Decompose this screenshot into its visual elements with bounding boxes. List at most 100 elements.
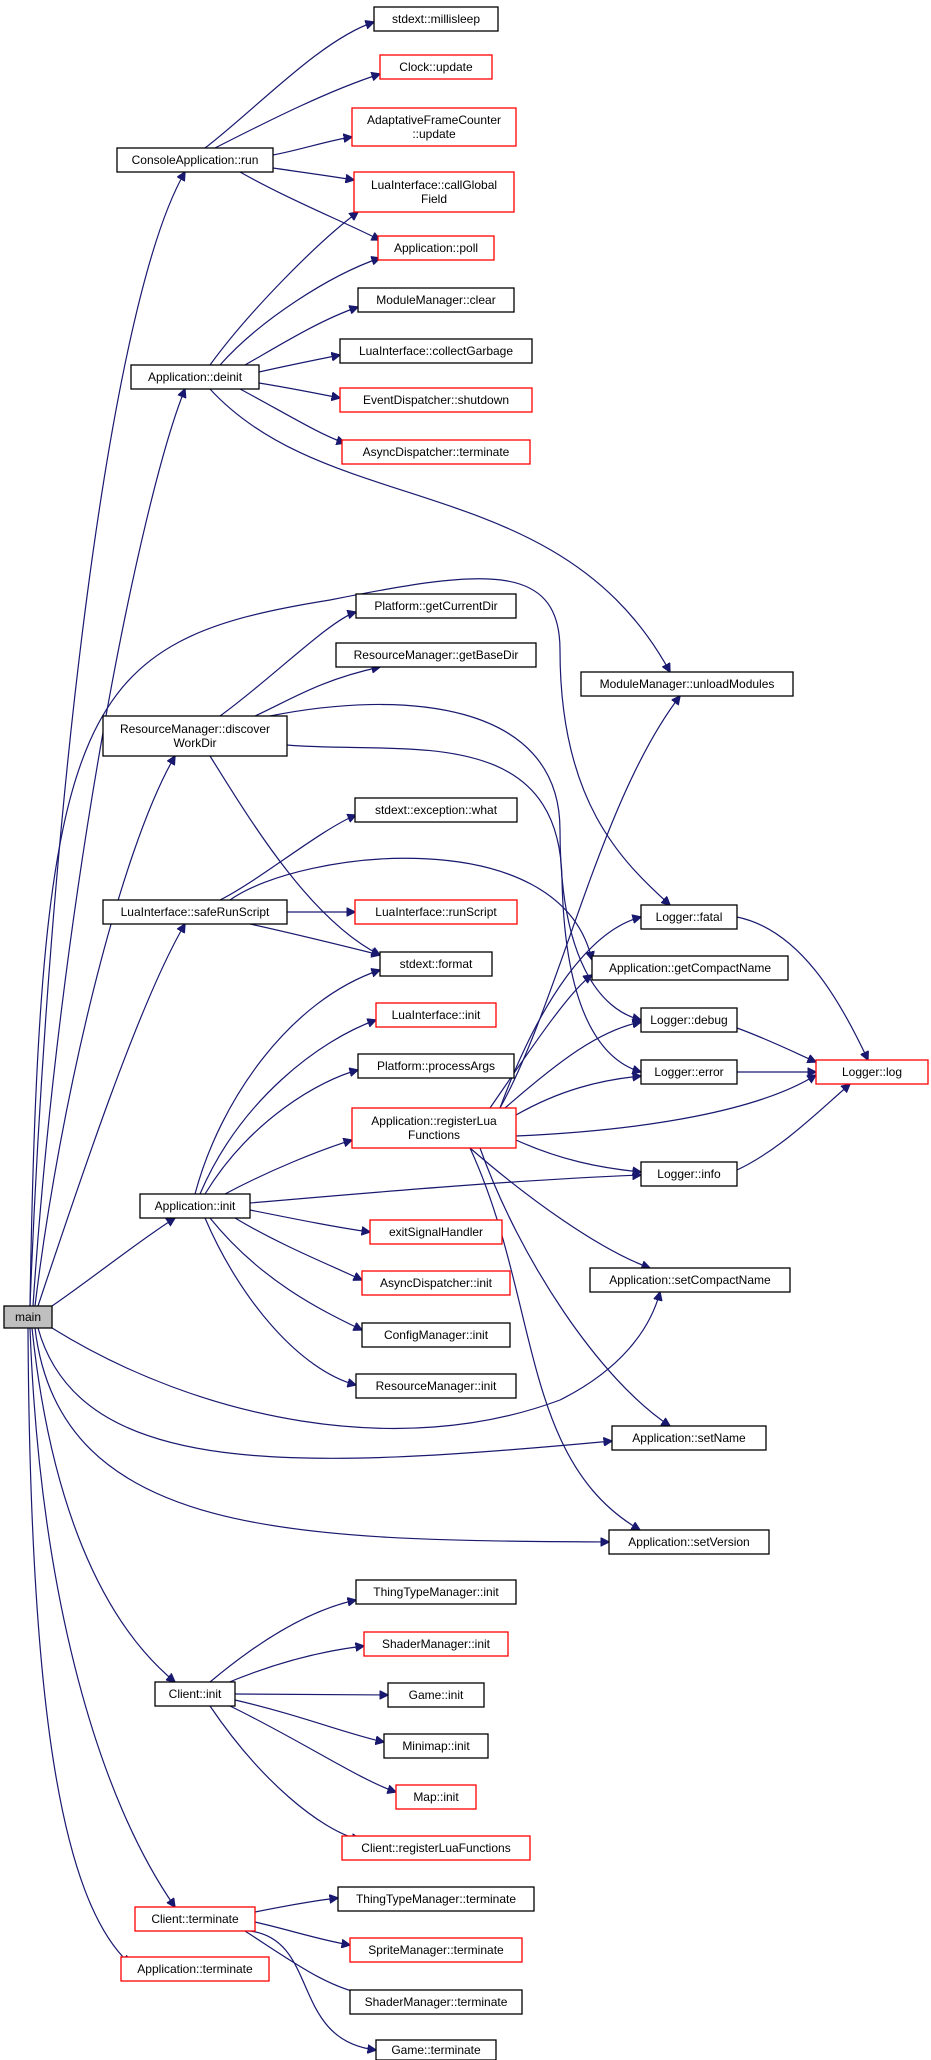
node-client-terminate[interactable]: Client::terminate	[134, 1906, 256, 1932]
node-app-poll[interactable]: Application::poll	[377, 235, 495, 261]
nodes: main ConsoleApplication::run stdext::milli…	[3, 6, 929, 2060]
node-box	[395, 1784, 477, 1810]
edge-app-init-to-registerlua	[224, 1140, 352, 1195]
node-label: Logger::fatal	[656, 910, 723, 924]
node-millisleep[interactable]: stdext::millisleep	[373, 6, 499, 32]
node-getcompactname[interactable]: Application::getCompactName	[591, 955, 789, 981]
node-box	[341, 439, 531, 465]
node-logger-info[interactable]: Logger::info	[640, 1161, 738, 1187]
edge-registerlua-to-setcompactname	[469, 1147, 650, 1268]
node-box	[357, 287, 515, 313]
node-label: Logger::info	[657, 1167, 721, 1181]
node-shader-terminate[interactable]: ShaderManager::terminate	[349, 1989, 523, 2015]
node-unloadmodules[interactable]: ModuleManager::unloadModules	[580, 671, 794, 697]
node-configmgr-init[interactable]: ConfigManager::init	[361, 1322, 511, 1348]
node-label: WorkDir	[173, 736, 216, 750]
node-label: Application::getCompactName	[609, 961, 771, 975]
node-box	[361, 1270, 511, 1296]
node-getcurrentdir[interactable]: Platform::getCurrentDir	[355, 593, 517, 619]
node-runscript[interactable]: LuaInterface::runScript	[354, 899, 518, 925]
node-processargs[interactable]: Platform::processArgs	[357, 1053, 515, 1079]
edge-main-to-setcompactname	[51, 1292, 660, 1430]
node-label: main	[15, 1310, 41, 1324]
edge-consoleapp-run-to-clock-update	[214, 74, 380, 149]
node-afc-update[interactable]: AdaptativeFrameCounter::update	[351, 107, 517, 147]
edge-app-deinit-to-app-poll	[219, 258, 380, 366]
node-thingtype-terminate[interactable]: ThingTypeManager::terminate	[337, 1886, 535, 1912]
edge-client-init-to-client-registerlua	[209, 1705, 360, 1840]
node-app-terminate[interactable]: Application::terminate	[120, 1956, 270, 1982]
node-box	[640, 904, 738, 930]
edge-main-to-consoleapp-run	[29, 172, 185, 1307]
node-setversion[interactable]: Application::setVersion	[608, 1529, 770, 1555]
node-label: LuaInterface::init	[392, 1008, 481, 1022]
node-map-init[interactable]: Map::init	[395, 1784, 477, 1810]
node-async-init[interactable]: AsyncDispatcher::init	[361, 1270, 511, 1296]
edge-main-to-app-init	[51, 1218, 175, 1307]
edge-app-init-to-exitsignal	[249, 1209, 370, 1232]
node-collectgarbage[interactable]: LuaInterface::collectGarbage	[339, 338, 533, 364]
node-async-terminate[interactable]: AsyncDispatcher::terminate	[341, 439, 531, 465]
edge-main-to-app-terminate	[27, 1327, 130, 1964]
node-luainterface-init[interactable]: LuaInterface::init	[375, 1002, 497, 1028]
node-sprite-terminate[interactable]: SpriteManager::terminate	[349, 1937, 523, 1963]
node-label: Game::init	[409, 1688, 464, 1702]
edge-client-init-to-shadermgr-init	[219, 1646, 364, 1687]
node-registerlua[interactable]: Application::registerLuaFunctions	[351, 1107, 517, 1149]
node-box	[349, 1937, 523, 1963]
node-exception-what[interactable]: stdext::exception::what	[354, 797, 518, 823]
node-box	[363, 1631, 509, 1657]
node-box	[351, 1107, 517, 1149]
node-thingtype-init[interactable]: ThingTypeManager::init	[355, 1579, 517, 1605]
edge-registerlua-to-getcompactname	[489, 975, 592, 1109]
node-getbasedir[interactable]: ResourceManager::getBaseDir	[335, 642, 537, 668]
node-stdext-format[interactable]: stdext::format	[379, 951, 493, 977]
node-box	[339, 338, 533, 364]
edge-client-init-to-minimap-init	[234, 1699, 384, 1742]
node-label: Functions	[408, 1128, 460, 1142]
node-label: Application::terminate	[137, 1962, 253, 1976]
node-modmgr-clear[interactable]: ModuleManager::clear	[357, 287, 515, 313]
edge-app-deinit-to-async-terminate	[239, 388, 345, 443]
node-minimap-init[interactable]: Minimap::init	[383, 1733, 489, 1759]
node-client-init[interactable]: Client::init	[154, 1681, 236, 1707]
node-clock-update[interactable]: Clock::update	[379, 54, 493, 80]
node-box	[640, 1007, 738, 1033]
node-label: ConsoleApplication::run	[132, 153, 259, 167]
node-saferunscript[interactable]: LuaInterface::safeRunScript	[102, 899, 288, 925]
edge-main-to-logger-fatal	[29, 578, 670, 1307]
node-logger-debug[interactable]: Logger::debug	[640, 1007, 738, 1033]
node-main[interactable]: main	[3, 1305, 53, 1329]
node-app-init[interactable]: Application::init	[139, 1193, 251, 1219]
node-client-registerlua[interactable]: Client::registerLuaFunctions	[341, 1835, 531, 1861]
node-box	[608, 1529, 770, 1555]
node-box	[375, 1002, 497, 1028]
node-box	[373, 6, 499, 32]
node-logger-log[interactable]: Logger::log	[815, 1059, 929, 1085]
node-label: ResourceManager::getBaseDir	[354, 648, 519, 662]
node-logger-fatal[interactable]: Logger::fatal	[640, 904, 738, 930]
edge-registerlua-to-logger-fatal	[499, 917, 641, 1109]
node-evdisp-shutdown[interactable]: EventDispatcher::shutdown	[339, 387, 533, 413]
node-label: Clock::update	[399, 60, 473, 74]
node-game-init[interactable]: Game::init	[387, 1682, 485, 1708]
edge-main-to-client-init	[31, 1327, 175, 1682]
node-setname[interactable]: Application::setName	[611, 1425, 767, 1451]
node-setcompactname[interactable]: Application::setCompactName	[589, 1267, 791, 1293]
edge-app-deinit-to-unloadmodules	[209, 388, 670, 672]
node-game-terminate[interactable]: Game::terminate	[375, 2039, 497, 2060]
node-exitsignal[interactable]: exitSignalHandler	[369, 1219, 503, 1245]
edge-logger-fatal-to-logger-log	[736, 916, 868, 1060]
node-resmgr-init[interactable]: ResourceManager::init	[355, 1373, 517, 1399]
node-consoleapp-run[interactable]: ConsoleApplication::run	[116, 147, 274, 173]
edge-discoverworkdir-to-logger-debug	[269, 703, 641, 1020]
node-app-deinit[interactable]: Application::deinit	[130, 364, 260, 390]
node-logger-error[interactable]: Logger::error	[640, 1059, 738, 1085]
node-box	[580, 671, 794, 697]
node-label: Application::setName	[632, 1431, 746, 1445]
edge-app-init-to-configmgr-init	[209, 1217, 362, 1330]
node-shadermgr-init[interactable]: ShaderManager::init	[363, 1631, 509, 1657]
edge-app-init-to-resmgr-init	[204, 1217, 356, 1385]
